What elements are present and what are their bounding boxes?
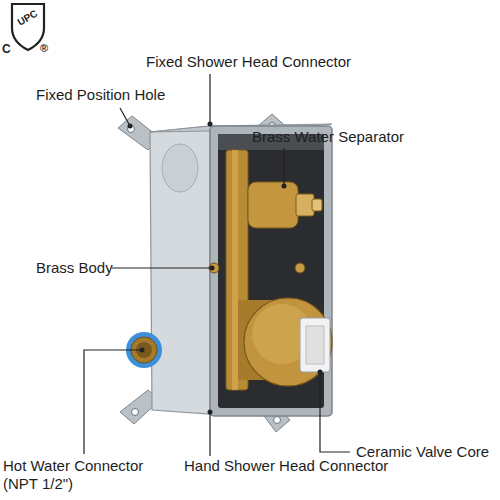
- part-label: Ceramic Valve Core: [356, 443, 489, 461]
- housing-face: [150, 126, 210, 414]
- valve-knob: [244, 298, 332, 386]
- part-label: Brass Body: [36, 259, 113, 277]
- certification-mark: ®: [40, 42, 48, 55]
- certification-shield: [12, 4, 44, 50]
- part-label: Brass Water Separator: [252, 128, 404, 146]
- certification-mark: C: [2, 42, 11, 56]
- certification-mark: UPC: [15, 8, 39, 29]
- ceramic-core: [300, 318, 330, 372]
- part-label: Hot Water Connector (NPT 1/2"): [3, 457, 171, 493]
- water-separator: [248, 182, 298, 228]
- part-label: Fixed Shower Head Connector: [146, 53, 351, 71]
- part-label: Fixed Position Hole: [36, 86, 165, 104]
